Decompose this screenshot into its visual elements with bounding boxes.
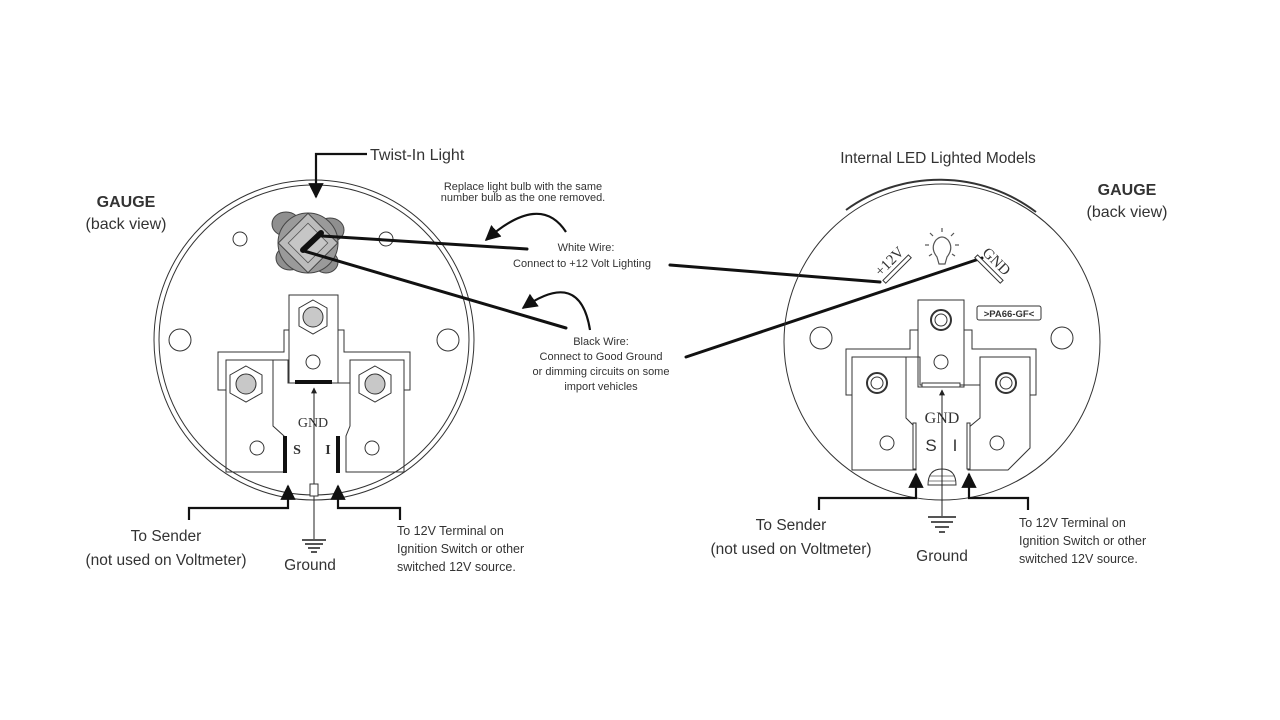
right-gauge-title: GAUGE <box>1098 182 1157 199</box>
material-mark-box <box>976 305 1042 321</box>
right-gnd-stud <box>930 309 952 331</box>
wires: White Wire: Connect to +12 Volt Lighting… <box>302 212 984 393</box>
right-terminal-s-label: S <box>925 436 936 455</box>
left-terminal-i-label: I <box>325 443 330 458</box>
right-i-spade <box>966 422 971 470</box>
bulb-note-line1: Replace light bulb with the same <box>444 181 602 193</box>
right-to-12v-line1: To 12V Terminal on <box>1019 516 1126 530</box>
right-to-12v-line2: Ignition Switch or other <box>1019 534 1146 548</box>
left-gauge-title: GAUGE <box>97 194 156 211</box>
right-s-terminal-bracket <box>851 356 917 471</box>
gnd-stud <box>302 306 324 328</box>
s-spade <box>283 436 287 473</box>
gnd-spade <box>295 380 332 384</box>
right-gnd-hole <box>933 354 949 370</box>
right-ground-label: Ground <box>916 548 968 565</box>
left-to-sender-line2: (not used on Voltmeter) <box>85 552 246 569</box>
right-i-terminal-bracket <box>967 356 1031 471</box>
mount-hole <box>232 231 248 247</box>
white-wire-arrow <box>484 212 567 242</box>
twist-in-light-socket <box>271 211 345 274</box>
right-s-spade <box>912 422 917 470</box>
grommet <box>309 483 319 497</box>
gnd-hole <box>305 354 321 370</box>
right-to-sender-line1: To Sender <box>756 517 827 534</box>
black-wire-desc-line3: import vehicles <box>564 381 638 393</box>
terminal-block <box>217 294 411 391</box>
white-wire-desc: Connect to +12 Volt Lighting <box>513 258 651 270</box>
twist-in-light-label: Twist-In Light <box>370 147 465 164</box>
right-s-terminal-stud <box>866 372 888 394</box>
left-12v-leader <box>330 484 402 520</box>
black-wire-desc-line1: Connect to Good Ground <box>540 351 663 363</box>
left-sender-leader <box>187 484 296 520</box>
black-wire-right <box>684 256 984 359</box>
right-gauge-rim-arc <box>845 178 1037 213</box>
black-wire-left <box>302 249 568 330</box>
gnd-pad: GND <box>974 245 1013 284</box>
left-gauge-subtitle: (back view) <box>86 216 167 233</box>
black-wire-desc-line2: or dimming circuits on some <box>533 366 670 378</box>
mount-hole <box>168 328 192 352</box>
left-terminal-gnd-label: GND <box>298 416 328 431</box>
i-terminal-hole <box>364 440 380 456</box>
black-wire-arrow <box>521 291 592 331</box>
right-to-12v-line3: switched 12V source. <box>1019 552 1138 566</box>
right-s-terminal-hole <box>879 435 895 451</box>
white-wire-left <box>320 234 529 251</box>
material-mark: >PA66-GF< <box>984 309 1035 320</box>
left-terminal-s-label: S <box>293 443 301 458</box>
black-wire-title: Black Wire: <box>573 336 629 348</box>
right-sender-leader <box>817 472 924 510</box>
i-terminal-bracket <box>345 359 405 473</box>
left-to-12v-line3: switched 12V source. <box>397 560 516 574</box>
bulb-note-line2: number bulb as the one removed. <box>441 192 606 204</box>
mount-hole <box>436 328 460 352</box>
left-to-12v-line1: To 12V Terminal on <box>397 524 504 538</box>
right-gnd-spade <box>921 382 961 388</box>
left-ground-label: Ground <box>284 557 336 574</box>
right-gauge: +12V GND >PA66-GF< <box>710 150 1167 566</box>
right-terminal-block <box>845 299 1037 396</box>
left-gauge: GND S I GAUGE (back view) Twist-In Light… <box>85 147 605 574</box>
mount-hole <box>809 326 833 350</box>
right-to-sender-line2: (not used on Voltmeter) <box>710 541 871 558</box>
right-i-terminal-hole <box>989 435 1005 451</box>
left-ground-symbol-icon <box>302 539 326 553</box>
led-bulb-icon <box>925 228 959 265</box>
i-spade <box>336 436 340 473</box>
right-heading: Internal LED Lighted Models <box>840 150 1036 167</box>
plus12v-pad: +12V <box>872 244 912 284</box>
twist-in-light-leader <box>308 152 367 199</box>
s-terminal-stud <box>235 373 257 395</box>
white-wire-title: White Wire: <box>558 242 615 254</box>
right-gauge-subtitle: (back view) <box>1087 204 1168 221</box>
i-terminal-stud <box>364 373 386 395</box>
left-to-12v-line2: Ignition Switch or other <box>397 542 524 556</box>
white-wire-right <box>668 263 882 284</box>
s-terminal-hole <box>249 440 265 456</box>
left-to-sender-line1: To Sender <box>131 528 202 545</box>
right-terminal-i-label: I <box>953 436 958 455</box>
right-ground-symbol-icon <box>928 516 956 533</box>
mount-hole <box>1050 326 1074 350</box>
right-i-terminal-stud <box>995 372 1017 394</box>
right-12v-leader <box>961 472 1030 510</box>
